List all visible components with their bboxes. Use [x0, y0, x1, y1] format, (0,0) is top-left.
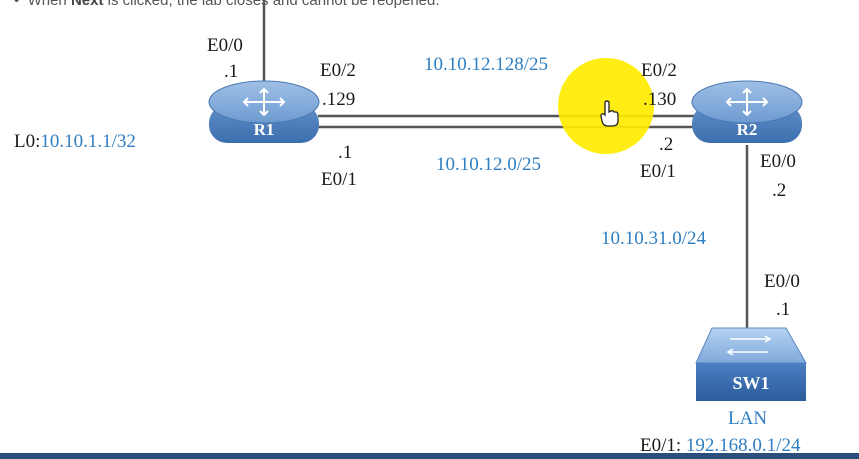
router-r1[interactable]: R1 [208, 80, 320, 143]
r1-name: R1 [254, 120, 275, 139]
subnet-top-link: 10.10.12.128/25 [424, 54, 549, 75]
instruction-prefix: When [27, 0, 71, 9]
router-arrows-icon [725, 87, 769, 117]
switch-sw1[interactable]: SW1 [695, 327, 807, 401]
sw1-e00-label: E0/0 [764, 271, 800, 292]
sw1-e01-ip: 192.168.0.1/24 [685, 435, 801, 456]
router-r2[interactable]: R2 [691, 80, 803, 143]
r1-loopback-prefix: L0: [14, 131, 41, 152]
switch-arrows-icon [726, 335, 772, 356]
instruction-suffix: is clicked, the lab closes and cannot be… [103, 0, 440, 9]
r2-e02-label: E0/2 [641, 60, 677, 81]
r2-e00-host: .2 [772, 180, 787, 201]
hand-cursor-icon [600, 100, 619, 127]
sw1-e01-prefix: E0/1: [640, 435, 686, 456]
sw1-e01: E0/1: 192.168.0.1/24 [640, 436, 800, 455]
r1-e01-label: E0/1 [321, 169, 357, 190]
r2-e00-label: E0/0 [760, 151, 796, 172]
r2-e02-host: .130 [643, 89, 677, 110]
r1-e00-host: .1 [224, 61, 239, 82]
r1-e00-label: E0/0 [207, 35, 243, 56]
r1-loopback: L0:10.10.1.1/32 [14, 132, 136, 151]
subnet-r2-sw1: 10.10.31.0/24 [601, 228, 707, 249]
r1-e02-host: .129 [322, 89, 356, 110]
r2-name: R2 [737, 120, 758, 139]
r2-e01-label: E0/1 [640, 161, 676, 182]
bottom-border-bar [0, 453, 859, 459]
r1-loopback-ip: 10.10.1.1/32 [40, 131, 136, 152]
router-arrows-icon [242, 87, 286, 117]
subnet-bottom-link: 10.10.12.0/25 [436, 154, 542, 175]
r1-e01-host: .1 [338, 142, 353, 163]
sw1-e00-host: .1 [776, 299, 791, 320]
sw1-name: SW1 [732, 373, 769, 393]
sw1-lan-label: LAN [728, 408, 768, 429]
r1-e02-label: E0/2 [320, 60, 356, 81]
r2-e01-host: .2 [659, 134, 674, 155]
instruction-bold: Next [70, 0, 104, 9]
instruction-text: • When Next is clicked, the lab closes a… [14, 0, 440, 9]
